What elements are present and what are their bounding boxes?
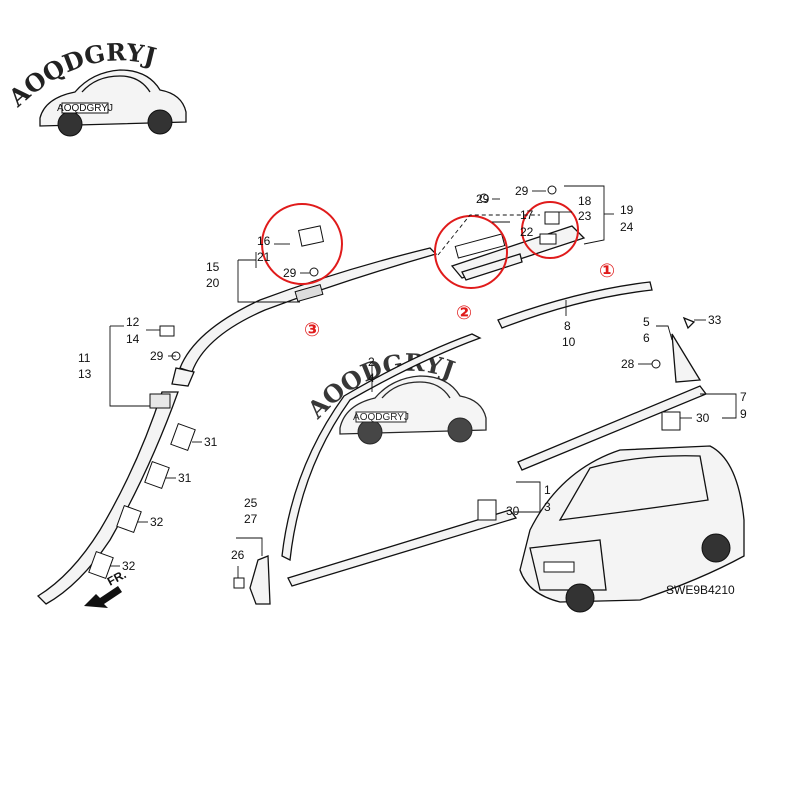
watermark-car-illustration-center: AOQDGRYJ <box>339 375 487 445</box>
watermark-logo-top: AOQDGRYJ AOQDGRYJ <box>2 37 187 137</box>
callout-24: 24 <box>620 220 634 234</box>
callout-31a: 31 <box>204 435 218 449</box>
triangle-garnish <box>671 333 702 383</box>
callout-19: 19 <box>620 203 634 217</box>
callout-5: 5 <box>643 315 650 329</box>
callout-33: 33 <box>708 313 722 327</box>
callout-32a: 32 <box>150 515 164 529</box>
vehicle-illustration <box>519 445 745 613</box>
callout-30b: 30 <box>506 504 520 518</box>
callout-9: 9 <box>740 407 747 421</box>
callout-labels: 29 29 18 23 19 24 17 22 16 21 29 15 20 1… <box>78 184 747 573</box>
callout-11: 11 <box>78 351 91 365</box>
callout-18: 18 <box>578 194 592 208</box>
highlight-circle-2 <box>434 215 508 289</box>
callout-25: 25 <box>244 496 258 510</box>
highlight-number-3: ③ <box>304 319 320 341</box>
highlight-number-2: ② <box>456 302 472 324</box>
clip-parts <box>88 422 196 580</box>
callout-14: 14 <box>126 332 140 346</box>
callout-29b: 29 <box>515 184 529 198</box>
highlight-circle-1 <box>521 201 579 259</box>
callout-22: 22 <box>520 225 534 239</box>
leader-lines <box>109 185 737 578</box>
pillar-garnish-strip <box>36 391 179 605</box>
callout-27: 27 <box>244 512 258 526</box>
callout-20: 20 <box>206 276 220 290</box>
callout-26: 26 <box>231 548 245 562</box>
callout-3: 3 <box>544 500 551 514</box>
callout-28: 28 <box>621 357 635 371</box>
watermark-plate-text: AOQDGRYJ <box>57 103 113 114</box>
highlight-number-1: ① <box>599 260 615 282</box>
callout-4: 4 <box>368 371 375 385</box>
highlight-circle-3 <box>261 203 343 285</box>
callout-16: 16 <box>257 234 271 248</box>
callout-13: 13 <box>78 367 92 381</box>
callout-6: 6 <box>643 331 650 345</box>
roof-rack-assembly <box>450 211 586 281</box>
callout-30a: 30 <box>696 411 710 425</box>
watermark-car-illustration: AOQDGRYJ <box>39 69 187 137</box>
small-fasteners <box>159 185 696 605</box>
watermark-plate-text-center: AOQDGRYJ <box>353 412 409 423</box>
callout-12: 12 <box>126 315 140 329</box>
callout-21: 21 <box>257 250 271 264</box>
callout-29c: 29 <box>283 266 297 280</box>
callout-8: 8 <box>564 319 571 333</box>
callout-29a: 29 <box>476 192 490 206</box>
belt-molding-front <box>287 509 518 587</box>
callout-1: 1 <box>544 483 551 497</box>
callout-32b: 32 <box>122 559 136 573</box>
callout-17: 17 <box>520 208 534 222</box>
callout-15: 15 <box>206 260 220 274</box>
callout-23: 23 <box>578 209 592 223</box>
diagram-code: SWE9B4210 <box>666 583 735 597</box>
callout-2: 2 <box>368 355 375 369</box>
callout-10: 10 <box>562 335 576 349</box>
roof-drip-strip <box>497 281 653 329</box>
callout-29d: 29 <box>150 349 164 363</box>
callout-31b: 31 <box>178 471 192 485</box>
callout-7: 7 <box>740 390 747 404</box>
